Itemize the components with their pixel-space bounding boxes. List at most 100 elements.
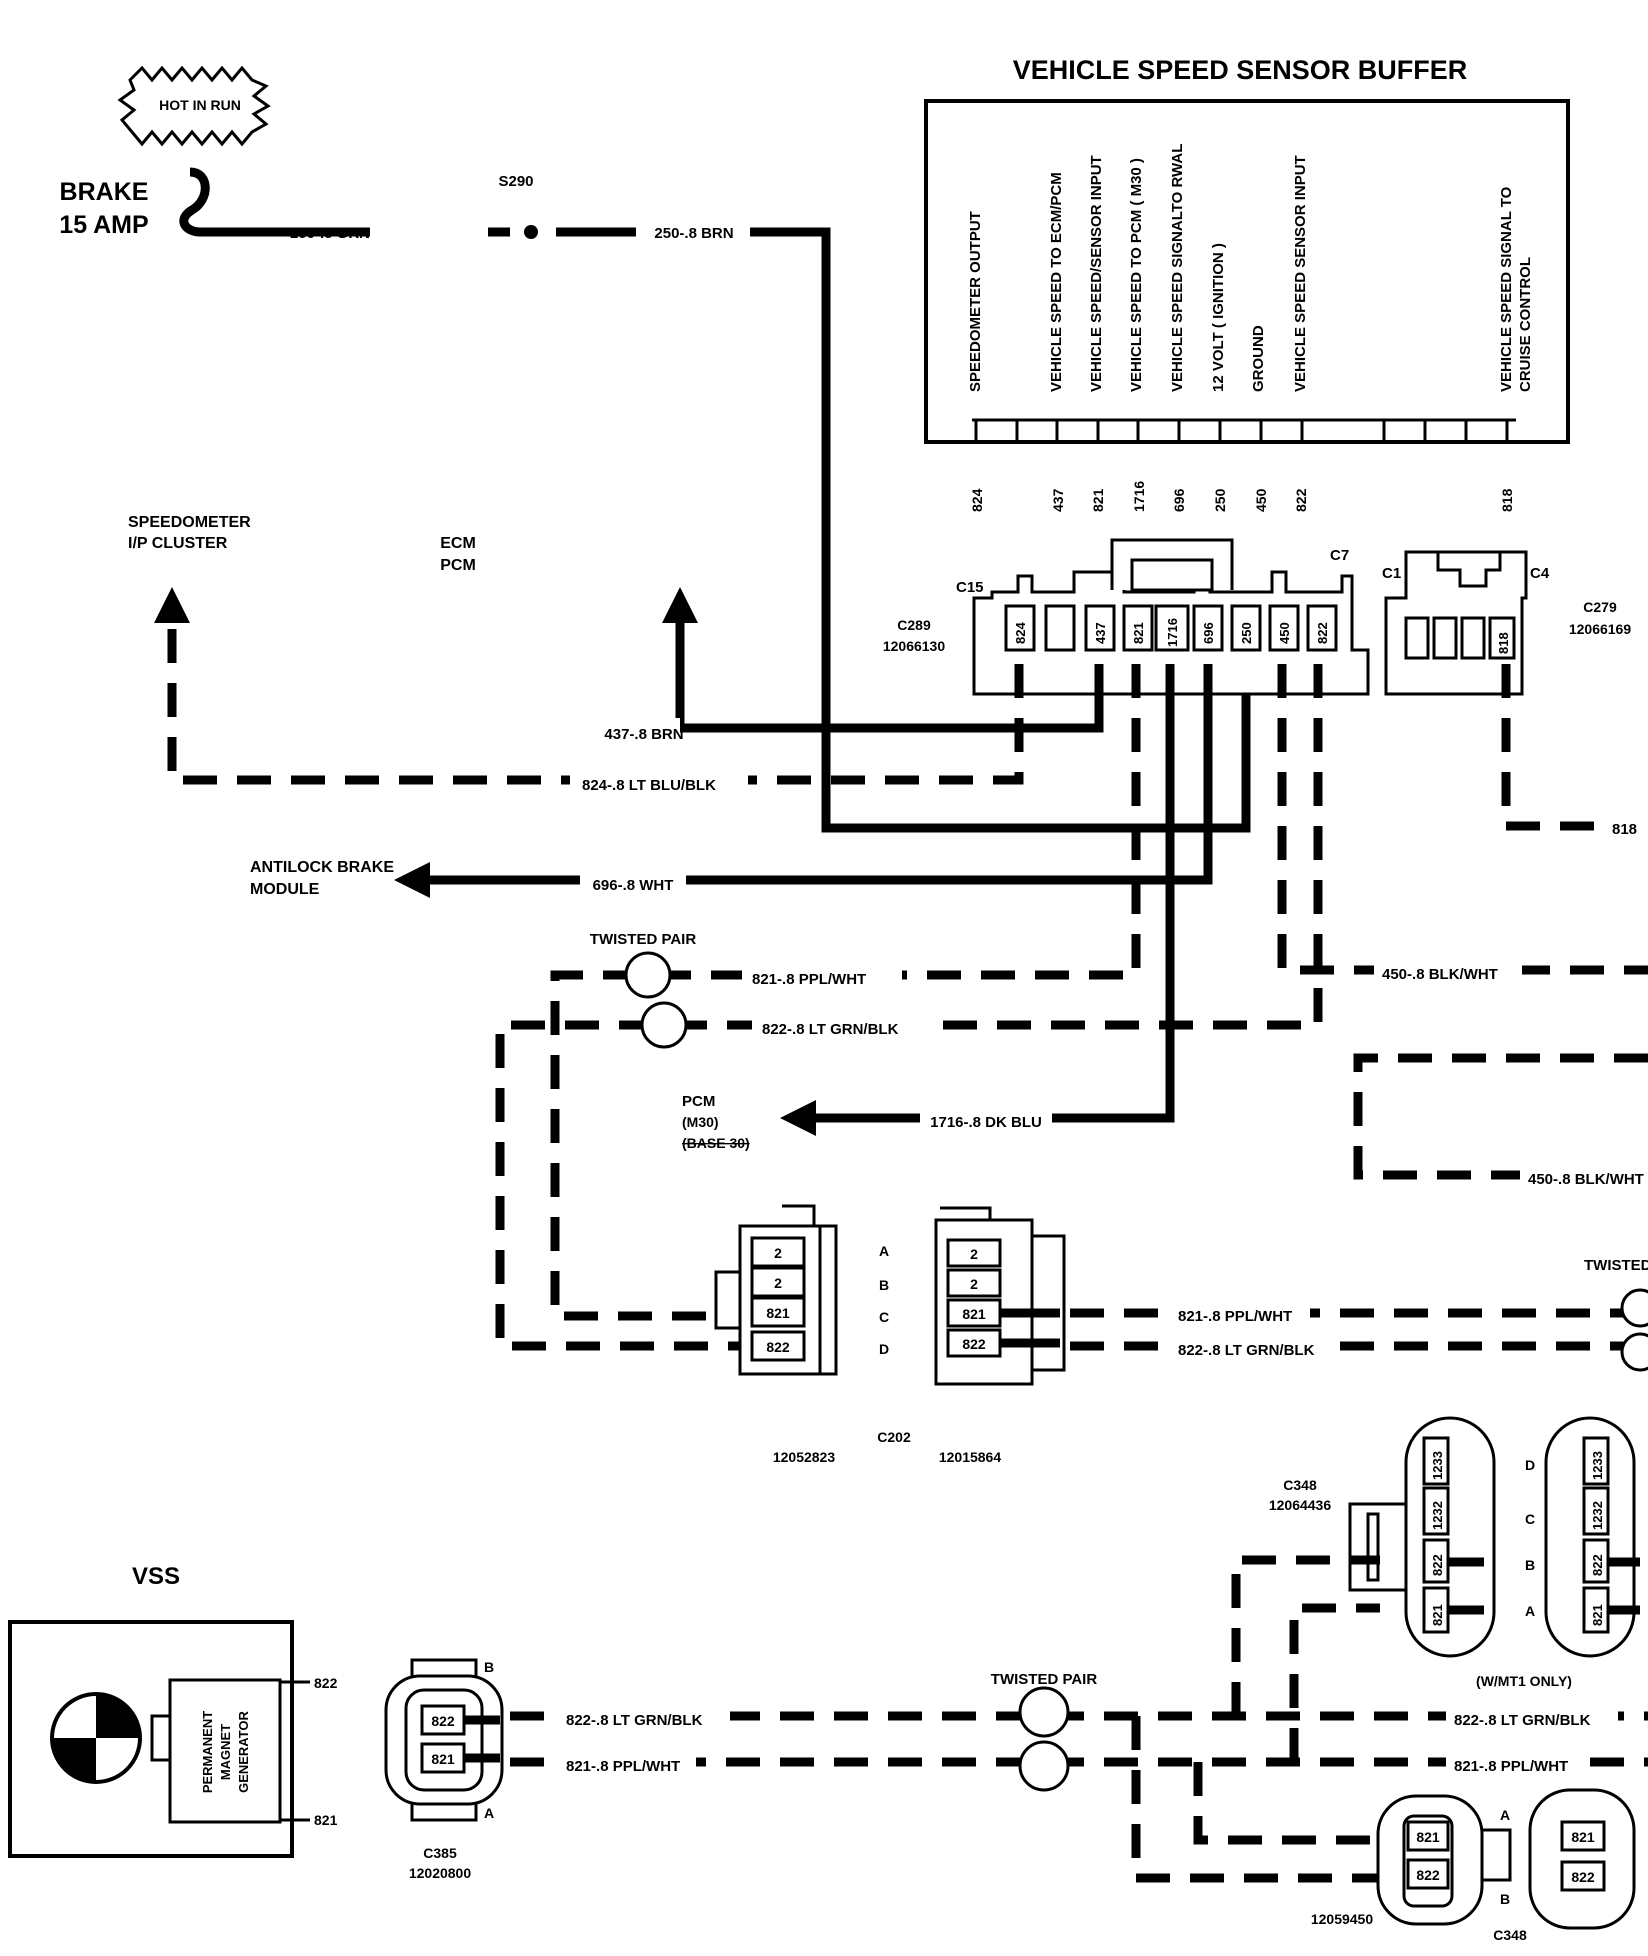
c202-left-pin-c: 821 <box>766 1305 790 1321</box>
wire-822-right-label-bg <box>1446 1706 1618 1726</box>
c348-top-cavity <box>1422 1586 1450 1634</box>
c348-top-pin-1232: 1232 <box>1430 1501 1445 1530</box>
vss-rotor-quadrant <box>52 1738 96 1782</box>
c348-top-note: (W/MT1 ONLY) <box>1476 1673 1572 1689</box>
c202-left-cavity <box>750 1266 806 1298</box>
c202-left-pin-a: 2 <box>774 1245 782 1261</box>
wire-450 <box>1277 664 1648 975</box>
c348-bottom-pin-821: 821 <box>1416 1829 1440 1845</box>
c289-pin-437: 437 <box>1093 622 1108 644</box>
circuit-821: 821 <box>1090 488 1106 512</box>
hot-in-run-label: HOT IN RUN <box>159 97 241 113</box>
c202-name: C202 <box>877 1429 911 1445</box>
wire-822-upper <box>495 664 1323 1351</box>
c202-left-tab <box>714 1270 742 1330</box>
c348-top-pin-1233: 1233 <box>1430 1451 1445 1480</box>
c202-left-pin-d: 822 <box>766 1339 790 1355</box>
c348-bottom-cavity <box>1406 1858 1450 1890</box>
dest-abs-line2: MODULE <box>250 881 320 898</box>
c385-pin-821: 821 <box>431 1751 455 1767</box>
c289-cavity <box>1084 604 1116 652</box>
c289-name: C289 <box>897 617 931 633</box>
vss-title: VSS <box>132 1563 180 1590</box>
c202-left-cavity <box>750 1296 806 1328</box>
c385-part: 12020800 <box>409 1865 472 1881</box>
c348-bottom-mate-cavity <box>1560 1820 1606 1852</box>
fuse-rating: 15 AMP <box>59 211 148 239</box>
pin-label-824: SPEEDOMETER OUTPUT <box>967 211 984 392</box>
vss-rotor-quadrant <box>96 1694 140 1738</box>
connector-c385: 822 821 B A C385 12020800 <box>384 1658 504 1881</box>
pin-label-1716: VEHICLE SPEED TO PCM ( M30 ) <box>1128 158 1145 392</box>
c348-top-cavity <box>1422 1436 1450 1486</box>
vss-rotor-icon <box>50 1692 142 1784</box>
connector-c348-bottom: 821 822 A B 12059450 C348 821 822 <box>1311 1788 1636 1943</box>
c202-left-cavity <box>750 1330 806 1362</box>
c289-end-c7: C7 <box>1330 547 1349 564</box>
c385-name: C385 <box>423 1845 457 1861</box>
wire-250-right-label: 250-.8 BRN <box>654 225 733 242</box>
fuse-element <box>179 167 270 237</box>
vss-gen-line1: PERMANENT <box>200 1711 215 1793</box>
wire-824-label: 824-.8 LT BLU/BLK <box>582 777 716 794</box>
connector-c289: 824 437 821 1716 696 250 450 822 C15 C7 … <box>883 538 1370 696</box>
dest-ecm-line1: ECM <box>440 535 476 552</box>
c385-letter-b: B <box>484 1659 494 1675</box>
buffer-pin-labels: SPEEDOMETER OUTPUT VEHICLE SPEED TO ECM/… <box>967 144 1534 392</box>
vss-sensor: VSS PERMANENT MAGNET GENERATOR 822 821 <box>8 1563 338 1858</box>
wire-437-label: 437-.8 BRN <box>604 726 683 743</box>
c289-pin-696: 696 <box>1201 622 1216 644</box>
vss-housing <box>8 1620 294 1858</box>
c202-letter-b: B <box>879 1277 889 1293</box>
c279-end-c1: C1 <box>1382 565 1401 582</box>
c348-top-mate-cavity <box>1582 1538 1610 1584</box>
wire-818-label-bg <box>1604 816 1648 836</box>
vss-buffer-module: SPEEDOMETER OUTPUT VEHICLE SPEED TO ECM/… <box>924 99 1570 512</box>
c348-top-part: 12064436 <box>1269 1497 1332 1513</box>
c348-bottom-name: C348 <box>1493 1927 1527 1943</box>
wire-822-c202-label-bg <box>1170 1336 1330 1356</box>
c348-bottom-letter-a: A <box>1500 1807 1510 1823</box>
c202-right-pin-a: 2 <box>970 1246 978 1262</box>
wire-450-loop-label-bg <box>1520 1165 1648 1185</box>
wire-696-label: 696-.8 WHT <box>593 877 674 894</box>
c202-right-pin-c: 821 <box>962 1306 986 1322</box>
dest-abs-line1: ANTILOCK BRAKE <box>250 859 394 876</box>
wire-250 <box>270 227 1251 833</box>
c279-cavity <box>1460 616 1486 660</box>
wire-822-vss-label: 822-.8 LT GRN/BLK <box>566 1712 703 1729</box>
pin-label-696: VEHICLE SPEED SIGNALTO RWAL <box>1169 144 1186 392</box>
c279-cavity <box>1404 616 1430 660</box>
c289-cavity <box>1044 604 1076 652</box>
twisted-pair-upper-label: TWISTED PAIR <box>590 931 697 948</box>
pin-label-450: GROUND <box>1250 325 1267 392</box>
pin-label-250: 12 VOLT ( IGNITION ) <box>1210 243 1227 392</box>
wire-824-label-bg <box>570 770 748 790</box>
wire-822-branch-lower <box>1131 1716 1380 1883</box>
circuit-450: 450 <box>1253 488 1269 512</box>
circuit-818: 818 <box>1499 488 1515 512</box>
vss-terminal-821: 821 <box>314 1812 338 1828</box>
c348-bottom-pin-822: 822 <box>1416 1867 1440 1883</box>
c385-cavity <box>420 1704 466 1736</box>
c202-right-cavity <box>946 1238 1002 1268</box>
dest-pcm-line2: (M30) <box>682 1114 719 1130</box>
wire-821-upper-label: 821-.8 PPL/WHT <box>752 971 866 988</box>
pin-label-821: VEHICLE SPEED/SENSOR INPUT <box>1088 155 1105 392</box>
wire-450-label: 450-.8 BLK/WHT <box>1382 966 1498 983</box>
vss-pickup <box>150 1714 172 1762</box>
pin-label-822: VEHICLE SPEED SENSOR INPUT <box>1292 155 1309 392</box>
c289-end-c15: C15 <box>956 579 984 596</box>
wire-818-label: 818 <box>1612 821 1637 838</box>
wire-450-loop-label: 450-.8 BLK/WHT <box>1528 1171 1644 1188</box>
circuit-1716: 1716 <box>1131 481 1147 512</box>
brake-fuse: BRAKE 15 AMP <box>59 167 270 239</box>
c289-cavity <box>1230 604 1262 652</box>
wire-821-right-label: 821-.8 PPL/WHT <box>1454 1758 1568 1775</box>
c289-pin-822: 822 <box>1315 622 1330 644</box>
wire-821-c202-label-bg <box>1170 1303 1310 1323</box>
twist-loop <box>624 951 672 999</box>
connector-c202: 2 2 821 822 2 2 821 822 A B C D C202 120… <box>714 1204 1066 1465</box>
wire-821-branch-lower <box>1193 1762 1380 1845</box>
hot-in-run-badge: HOT IN RUN <box>117 65 271 147</box>
